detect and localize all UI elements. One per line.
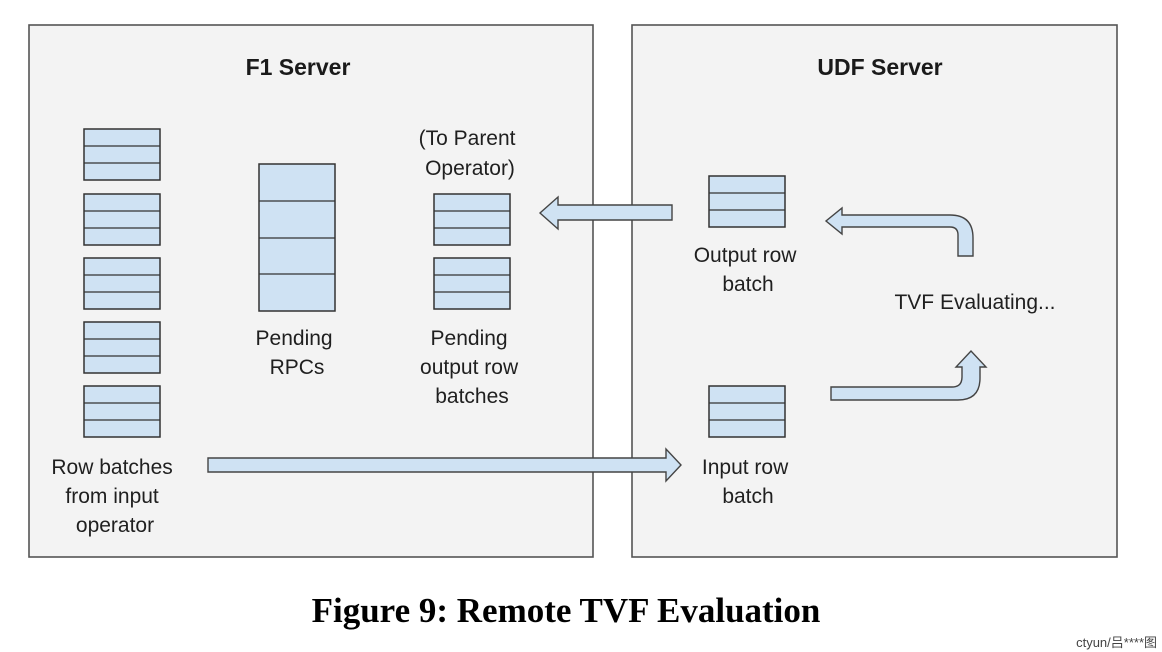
input-batch-label-line-1: Input row xyxy=(702,456,789,479)
pending-output-batch-stack xyxy=(433,193,511,310)
input-row-batch-3 xyxy=(83,257,161,310)
batch-rect xyxy=(708,385,786,438)
pending-output-label-line-3: batches xyxy=(435,385,509,408)
arrow-right-icon xyxy=(207,447,682,483)
udf-server-panel: UDF Server Output row batch Input row ba… xyxy=(631,24,1118,558)
pending-output-batch-1 xyxy=(433,193,511,246)
input-row-batch-1 xyxy=(83,128,161,181)
input-row-batch xyxy=(708,385,786,438)
pending-output-label: Pending output row batches xyxy=(420,327,524,408)
batch-rect xyxy=(83,128,161,181)
pending-rpcs-label-line-1: Pending xyxy=(256,327,333,350)
pending-output-batch-2 xyxy=(433,257,511,310)
arrow-left-icon xyxy=(538,195,673,231)
input-row-batch-2 xyxy=(83,193,161,246)
pending-output-label-line-2: output row xyxy=(420,356,519,379)
output-row-batch-label: Output row batch xyxy=(694,244,803,296)
f1-server-title: F1 Server xyxy=(246,54,351,80)
batch-rect xyxy=(83,257,161,310)
input-batch-label-line-2: batch xyxy=(722,485,773,508)
figure-caption: Figure 9: Remote TVF Evaluation xyxy=(312,591,821,630)
watermark: ctyun/吕****图 xyxy=(1076,635,1157,650)
pending-output-label-line-1: Pending xyxy=(431,327,508,350)
input-row-batch-4 xyxy=(83,321,161,374)
tvf-evaluating-label: TVF Evaluating... xyxy=(894,291,1055,314)
to-parent-label-line-2: Operator) xyxy=(425,157,515,180)
f1-server-panel: F1 Server xyxy=(28,24,594,558)
input-row-batch-label: Input row batch xyxy=(702,456,794,508)
pending-rpcs-label-line-2: RPCs xyxy=(270,356,325,379)
batch-rect xyxy=(708,175,786,228)
curved-arrow-left-icon xyxy=(824,206,974,257)
to-parent-operator-label: (To Parent Operator) xyxy=(419,127,522,180)
row-batches-label-line-1: Row batches xyxy=(51,456,172,479)
udf-server-title: UDF Server xyxy=(817,54,942,80)
input-row-batch-5 xyxy=(83,385,161,438)
batch-rect xyxy=(433,257,511,310)
batch-rect xyxy=(83,385,161,438)
output-batch-label-line-1: Output row xyxy=(694,244,798,267)
output-row-batch xyxy=(708,175,786,228)
curved-arrow-up-icon xyxy=(830,349,988,401)
batch-rect xyxy=(83,193,161,246)
to-parent-label-line-1: (To Parent xyxy=(419,127,516,150)
row-batches-label: Row batches from input operator xyxy=(51,456,178,537)
row-batches-label-line-3: operator xyxy=(76,514,154,537)
udf-server-box xyxy=(631,24,1118,558)
input-row-batch-stack xyxy=(83,128,161,438)
row-batches-label-line-2: from input xyxy=(65,485,159,508)
pending-rpcs-block xyxy=(258,163,336,312)
batch-rect xyxy=(83,321,161,374)
output-batch-label-line-2: batch xyxy=(722,273,773,296)
batch-rect xyxy=(433,193,511,246)
pending-rpcs-label: Pending RPCs xyxy=(256,327,339,379)
